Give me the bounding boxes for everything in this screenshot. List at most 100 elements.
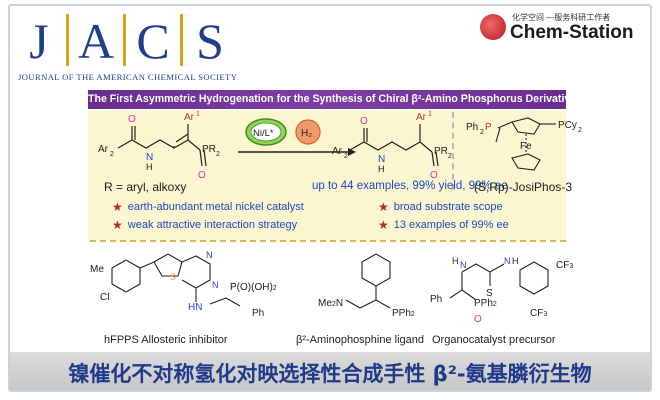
substituent-note: R = aryl, alkoxy: [104, 180, 187, 194]
jacs-divider: [66, 14, 69, 66]
svg-text:N: N: [460, 260, 467, 270]
svg-text:O: O: [198, 170, 206, 181]
highlight-text: weak attractive interaction strategy: [127, 219, 298, 231]
star-icon: ★: [112, 200, 123, 214]
svg-text:P: P: [485, 122, 492, 133]
chem-station-icon: [480, 14, 506, 40]
star-icon: ★: [378, 218, 389, 232]
chem-station-tagline: 化学空间 —服务科研工作者: [512, 13, 611, 22]
jacs-letter-s: S: [196, 13, 224, 69]
highlight-item: ★ 13 examples of 99% ee: [378, 218, 509, 232]
svg-text:Ar: Ar: [184, 112, 195, 123]
application-caption: Organocatalyst precursor: [432, 334, 556, 346]
svg-text:Fe: Fe: [520, 141, 532, 152]
svg-text:1: 1: [428, 111, 432, 118]
svg-text:Ph: Ph: [252, 308, 264, 319]
chinese-banner: 镍催化不对称氢化对映选择性合成手性 β²-氨基膦衍生物: [10, 352, 650, 390]
svg-text:Me: Me: [90, 264, 104, 275]
svg-text:CF3: CF3: [556, 260, 573, 271]
svg-text:Me2N: Me2N: [318, 298, 343, 309]
highlight-text: broad substrate scope: [393, 201, 503, 213]
svg-text:H: H: [512, 256, 519, 266]
svg-text:PCy: PCy: [558, 120, 577, 131]
svg-text:PR: PR: [202, 144, 216, 155]
svg-text:O: O: [360, 116, 368, 127]
inhibitor-structure: [111, 253, 241, 307]
reaction-panel: [88, 110, 566, 240]
jacs-letter-c: C: [136, 13, 170, 69]
highlight-item: ★ broad substrate scope: [378, 200, 503, 214]
catalyst-label: Ni/L*: [253, 128, 274, 139]
ligand-name: (S,Rp)-JosiPhos-3: [474, 180, 573, 194]
svg-text:H: H: [146, 162, 153, 172]
svg-text:2: 2: [216, 151, 220, 158]
banner-text: 镍催化不对称氢化对映选择性合成手性 β²-氨基膦衍生物: [68, 362, 592, 386]
reaction-arrow: [238, 118, 356, 156]
panel-divider: [452, 112, 454, 190]
svg-text:Ph: Ph: [466, 122, 478, 133]
svg-text:PR: PR: [434, 146, 448, 157]
svg-text:O: O: [474, 314, 482, 325]
svg-text:CF3: CF3: [530, 308, 547, 319]
svg-text:N: N: [146, 152, 153, 163]
highlight-item: ★ weak attractive interaction strategy: [112, 218, 297, 232]
svg-text:O: O: [128, 114, 136, 125]
aminophosphine-structure: [345, 253, 391, 309]
jacs-divider: [123, 14, 126, 66]
jacs-letters: J A C S: [18, 8, 231, 66]
svg-text:2: 2: [110, 151, 114, 158]
application-caption: hFPPS Allosteric inhibitor: [104, 334, 228, 346]
section-divider: [90, 240, 566, 242]
svg-text:S: S: [170, 272, 176, 282]
organocatalyst-structure: [449, 261, 549, 301]
svg-text:N: N: [206, 250, 213, 260]
svg-text:PPh2: PPh2: [392, 308, 415, 319]
scope-summary: up to 44 examples, 99% yield, 99% ee: [312, 180, 508, 192]
substrate-structure: [117, 124, 207, 167]
highlight-text: earth-abundant metal nickel catalyst: [127, 201, 304, 213]
svg-text:1: 1: [196, 111, 200, 118]
svg-text:Ar: Ar: [416, 112, 427, 123]
jacs-logo: J A C S JOURNAL OF THE AMERICAN CHEMICAL…: [18, 8, 278, 86]
chem-station-logo: 化学空间 —服务科研工作者 Chem-Station: [480, 10, 650, 50]
highlight-text: 13 examples of 99% ee: [393, 219, 509, 231]
highlight-item: ★ earth-abundant metal nickel catalyst: [112, 200, 304, 214]
svg-text:Ar: Ar: [98, 144, 109, 155]
star-icon: ★: [112, 218, 123, 232]
svg-text:N: N: [504, 256, 511, 266]
chem-station-name: Chem-Station: [510, 22, 634, 43]
josiphos-structure: [495, 117, 556, 171]
svg-text:PPh2: PPh2: [474, 298, 497, 309]
svg-text:P(O)(OH)2: P(O)(OH)2: [230, 282, 277, 293]
inhibitor-labels: Me Cl S N N HN P(O)(OH)2 Ph: [90, 250, 277, 319]
svg-text:O: O: [430, 170, 438, 181]
jacs-letter-j: J: [29, 13, 49, 69]
svg-text:2: 2: [578, 127, 582, 134]
jacs-letter-a: A: [77, 13, 115, 69]
svg-text:H: H: [378, 164, 385, 174]
product-structure: [349, 124, 439, 167]
jacs-divider: [180, 14, 183, 66]
svg-text:Cl: Cl: [100, 292, 109, 303]
svg-text:N: N: [378, 154, 385, 165]
aminophosphine-labels: Me2N PPh2: [318, 298, 415, 319]
star-icon: ★: [378, 200, 389, 214]
svg-text:2: 2: [480, 129, 484, 136]
svg-text:Ph: Ph: [430, 294, 442, 305]
svg-text:2: 2: [344, 153, 348, 160]
reagent-label: H₂: [301, 128, 312, 139]
jacs-subtitle: JOURNAL OF THE AMERICAN CHEMICAL SOCIETY: [18, 72, 238, 82]
application-caption: β²-Aminophosphine ligand: [296, 334, 425, 346]
svg-text:HN: HN: [188, 302, 202, 313]
figure-title: The First Asymmetric Hydrogenation for t…: [88, 90, 566, 109]
svg-text:Ar: Ar: [332, 146, 343, 157]
svg-text:N: N: [212, 280, 219, 290]
svg-text:2: 2: [448, 153, 452, 160]
